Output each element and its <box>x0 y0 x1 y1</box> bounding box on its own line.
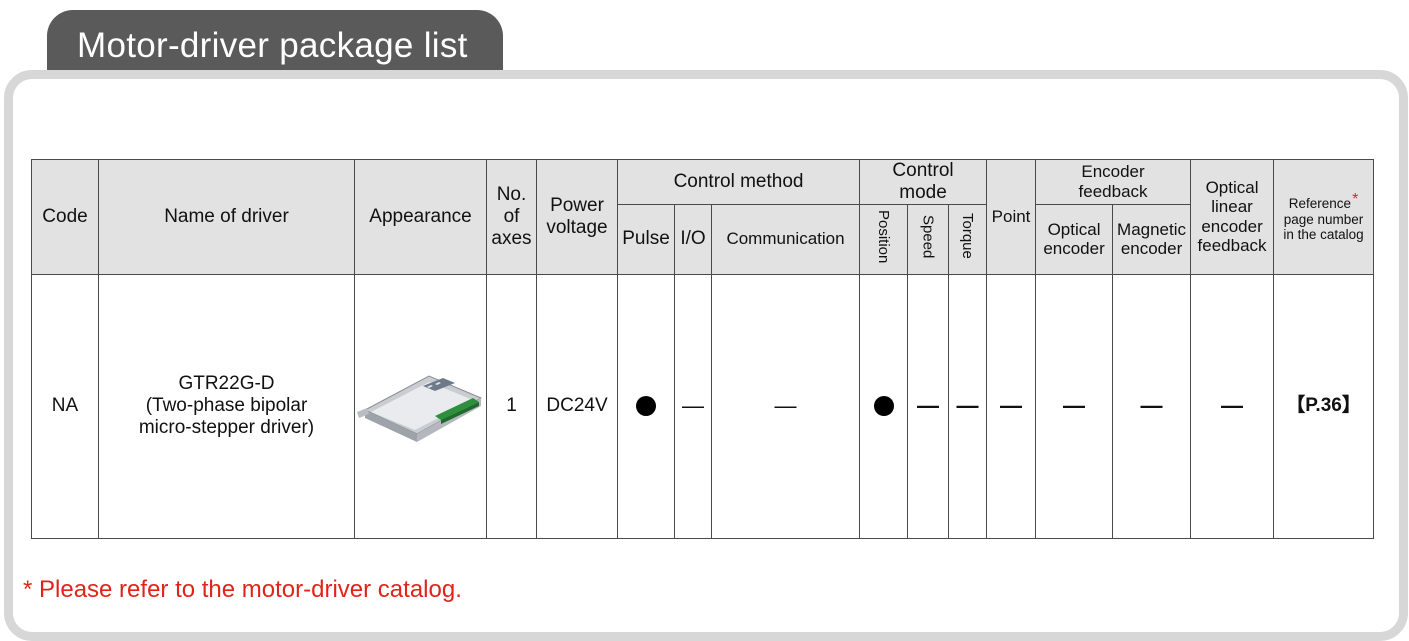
header-point: Point <box>986 159 1037 275</box>
cell-io: — <box>674 273 712 539</box>
reference-asterisk: * <box>1352 191 1359 209</box>
header-io: I/O <box>674 203 712 275</box>
cell-magnetic-encoder: — <box>1112 273 1192 539</box>
cell-pulse <box>617 273 675 539</box>
header-code: Code <box>31 159 99 275</box>
cell-speed: — <box>907 273 950 539</box>
header-pulse: Pulse <box>617 203 675 275</box>
header-appearance: Appearance <box>354 159 487 275</box>
cell-torque: — <box>948 273 988 539</box>
cell-driver-name: GTR22G-D (Two-phase bipolar micro-steppe… <box>98 273 355 539</box>
header-torque: Torque <box>948 203 988 275</box>
page-title: Motor-driver package list <box>77 26 468 65</box>
driver-photo <box>356 375 482 443</box>
header-reference-page: Reference* page number in the catalog <box>1273 159 1375 275</box>
cell-appearance <box>354 273 487 539</box>
catalog-footnote: * Please refer to the motor-driver catal… <box>23 576 462 603</box>
header-speed: Speed <box>907 203 950 275</box>
cell-optical-linear-encoder: — <box>1190 273 1275 539</box>
cell-communication: — <box>710 273 861 539</box>
table-row: NA GTR22G-D (Two-phase bipolar micro-ste… <box>31 273 1375 539</box>
header-communication: Communication <box>710 203 861 275</box>
header-name: Name of driver <box>98 159 355 275</box>
cell-axes: 1 <box>486 273 537 539</box>
cell-power-voltage: DC24V <box>536 273 618 539</box>
cell-point: — <box>986 273 1037 539</box>
filled-circle-icon <box>636 396 656 417</box>
header-control-method: Control method <box>616 159 861 205</box>
cell-code: NA <box>31 273 99 539</box>
header-position: Position <box>859 203 909 275</box>
cell-optical-encoder: — <box>1035 273 1114 539</box>
cell-reference-page: 【P.36】 <box>1273 273 1375 539</box>
cell-position <box>859 273 909 539</box>
filled-circle-icon <box>873 396 894 417</box>
